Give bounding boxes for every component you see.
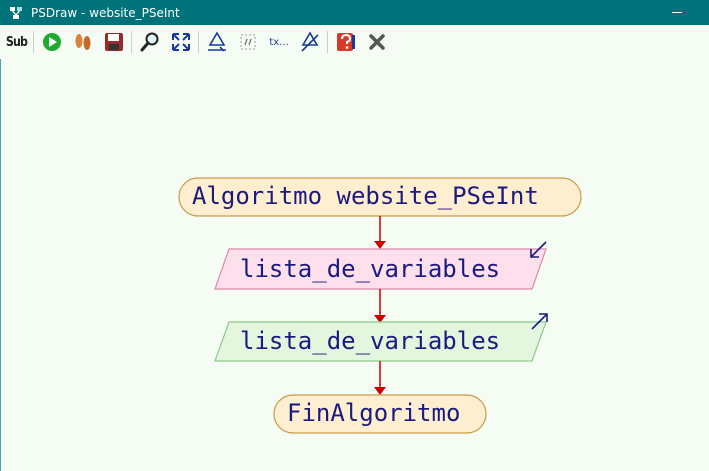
- run-button[interactable]: [40, 30, 64, 54]
- close-button[interactable]: [365, 30, 389, 54]
- fit-button[interactable]: [169, 30, 193, 54]
- minimize-icon: [672, 11, 682, 13]
- crossed-shape-icon: [301, 31, 319, 52]
- toolbar-separator: [198, 31, 199, 53]
- minimize-button[interactable]: [669, 4, 685, 20]
- end-terminal-label: FinAlgoritmo: [287, 399, 461, 427]
- output-arrow-icon: [531, 313, 548, 330]
- write-block-label: lista_de_variables: [240, 327, 501, 355]
- help-icon: [337, 33, 355, 51]
- text-mode-label: tx...: [269, 36, 289, 48]
- footsteps-icon: [75, 34, 91, 50]
- start-terminal-label: Algoritmo website_PSeInt: [192, 182, 539, 210]
- window-border: [0, 59, 1, 471]
- read-block[interactable]: [214, 248, 547, 290]
- read-block-label: lista_de_variables: [240, 255, 501, 283]
- flowchart-canvas[interactable]: Algoritmo website_PSeInt lista_de_variab…: [0, 59, 709, 471]
- sub-button[interactable]: Sub: [4, 30, 28, 54]
- shape-icon: [208, 31, 226, 52]
- dashed-box-icon: [240, 34, 256, 50]
- floppy-disk-icon: [105, 33, 123, 51]
- window-title: PSDraw - website_PSeInt: [31, 5, 180, 20]
- toolbar-separator: [327, 31, 328, 53]
- zoom-button[interactable]: [138, 30, 162, 54]
- title-bar: PSDraw - website_PSeInt: [0, 0, 709, 25]
- expand-arrows-icon: [172, 33, 190, 51]
- arrowhead: [374, 315, 386, 323]
- sub-button-label: Sub: [5, 34, 27, 50]
- hide-shapes-button[interactable]: [236, 30, 260, 54]
- text-mode-button[interactable]: tx...: [267, 30, 291, 54]
- magnifier-icon: [140, 32, 159, 52]
- end-terminal[interactable]: [273, 394, 487, 434]
- arrowhead: [374, 387, 386, 395]
- step-button[interactable]: [71, 30, 95, 54]
- close-icon: [369, 34, 385, 50]
- psdraw-app-icon: [10, 6, 22, 19]
- input-arrow-icon: [530, 241, 547, 258]
- save-button[interactable]: [102, 30, 126, 54]
- toggle-comments-button[interactable]: [205, 30, 229, 54]
- toolbar: Sub: [0, 25, 709, 59]
- toolbar-separator: [131, 31, 132, 53]
- flowchart-shapes: [178, 177, 582, 434]
- toolbar-separator: [33, 31, 34, 53]
- play-icon: [43, 33, 61, 51]
- write-block[interactable]: [214, 321, 547, 362]
- no-crossing-button[interactable]: [298, 30, 322, 54]
- help-button[interactable]: [334, 30, 358, 54]
- arrowhead: [374, 241, 386, 249]
